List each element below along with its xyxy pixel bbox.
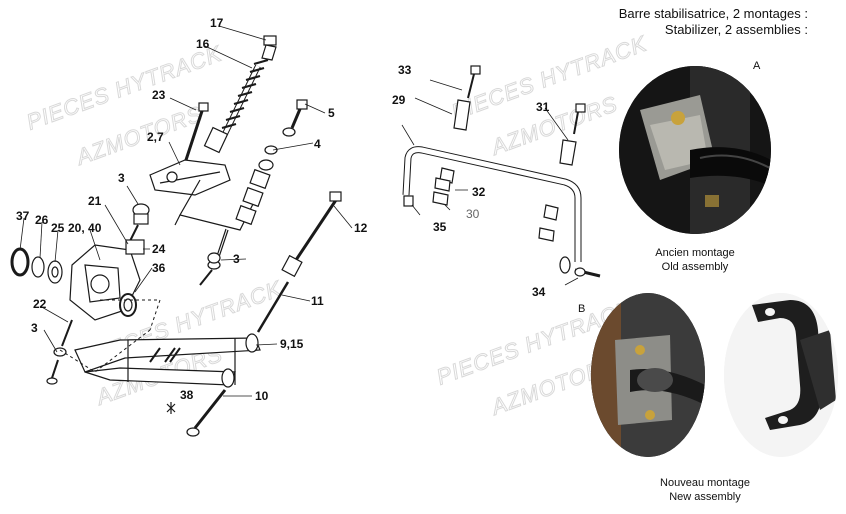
caption-old-fr: Ancien montage: [655, 247, 735, 259]
part-10-lower-bolt: [186, 389, 227, 437]
stabilizer-heading: Barre stabilisatrice, 2 montages : Stabi…: [619, 6, 808, 38]
part-35-bolt: [403, 195, 414, 207]
callout-labels: 17 16 23 5 2,7 4 3 21 37 26 25 20, 40 24…: [16, 16, 550, 403]
part-16-shock-absorber: [203, 58, 269, 154]
part-36-seal: [119, 293, 137, 317]
callout-17: 17: [210, 16, 224, 30]
callout-10: 10: [255, 389, 269, 403]
part-11-bolt: [256, 281, 290, 333]
photo-a-letter: A: [753, 60, 761, 72]
callout-915: 9,15: [280, 337, 304, 351]
part-23-bolt: [184, 102, 209, 161]
callout-21: 21: [88, 194, 102, 208]
callout-26: 26: [35, 213, 49, 227]
part-31-link: [559, 103, 586, 166]
callout-3-upper: 3: [118, 171, 125, 185]
caption-new-assembly: Nouveau montage New assembly: [640, 476, 770, 504]
heading-english: Stabilizer, 2 assemblies :: [664, 22, 808, 37]
part-33-link: [453, 65, 481, 131]
caption-old-en: Old assembly: [661, 261, 729, 273]
part-34-end-link: [559, 256, 601, 278]
callout-31: 31: [536, 100, 550, 114]
callout-30: 30: [466, 207, 480, 221]
callout-24: 24: [152, 242, 166, 256]
part-22-3-lower-joint: [46, 319, 73, 385]
callout-25: 25: [51, 221, 65, 235]
photo-old-assembly: A: [619, 60, 771, 234]
caption-new-fr: Nouveau montage: [660, 477, 750, 489]
callout-5: 5: [328, 106, 335, 120]
callout-37: 37: [16, 209, 30, 223]
left-leader-lines: [19, 25, 353, 397]
callout-4: 4: [314, 137, 321, 151]
right-leader-lines-top: [401, 79, 463, 146]
bar-clamps: [439, 167, 559, 221]
callout-27: 2,7: [147, 130, 164, 144]
callout-3-lower: 3: [31, 321, 38, 335]
callout-35: 35: [433, 220, 447, 234]
callout-2040: 20, 40: [68, 221, 102, 235]
stabilizer-assembly: [401, 65, 601, 286]
caption-new-en: New assembly: [669, 491, 741, 503]
part-17-top-nut: [261, 35, 277, 61]
photo-new-bracket: [724, 293, 838, 457]
photo-b-letter: B: [578, 303, 585, 315]
callout-38: 38: [180, 388, 194, 402]
callout-3-right: 3: [233, 252, 240, 266]
suspension-assembly: [10, 35, 342, 437]
heading-french: Barre stabilisatrice, 2 montages :: [618, 6, 808, 21]
callout-12: 12: [354, 221, 368, 235]
callout-29: 29: [392, 93, 406, 107]
callout-16: 16: [196, 37, 210, 51]
part-32-30-bushings: [432, 177, 555, 242]
callout-34: 34: [532, 285, 546, 299]
callout-33: 33: [398, 63, 412, 77]
part-5-bolt: [282, 99, 308, 137]
callout-11: 11: [311, 294, 324, 308]
part-915-lower-arm: [74, 333, 261, 388]
part-38-marker: [166, 402, 176, 414]
part-3-21-ball-joint: [127, 203, 150, 246]
part-3-nut-right: [207, 252, 221, 264]
callout-23: 23: [152, 88, 166, 102]
callout-36: 36: [152, 261, 166, 275]
right-leader-lines-bottom: [411, 107, 579, 286]
caption-old-assembly: Ancien montage Old assembly: [640, 246, 750, 274]
photo-new-assembly: B: [578, 293, 705, 457]
callout-22: 22: [33, 297, 47, 311]
part-37-26-25-hub-parts: [10, 247, 63, 284]
part-12-long-bolt: [281, 191, 342, 278]
callout-32: 32: [472, 185, 486, 199]
assembly-guide-lines: [59, 299, 161, 373]
